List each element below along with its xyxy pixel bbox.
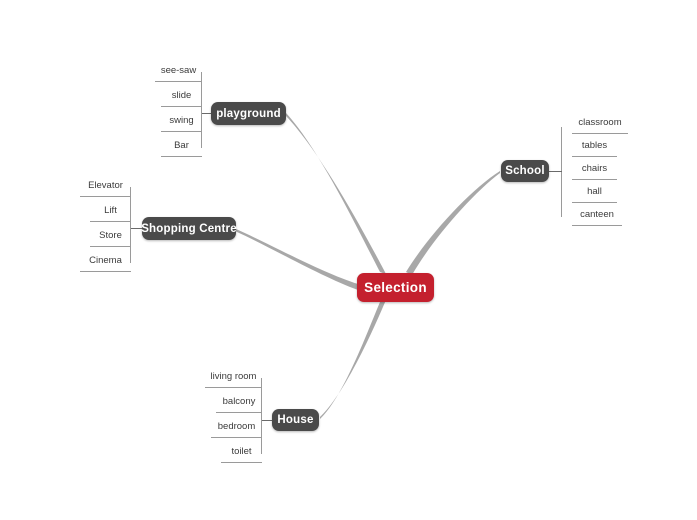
leaf-spine-playground [201,72,202,148]
root-node-label: Selection [364,280,427,295]
leaf-stub-playground [202,113,212,114]
leaf-label: classroom [578,117,622,128]
leaf-item[interactable]: bedroom [211,416,262,438]
root-node-selection[interactable]: Selection [357,273,434,302]
leaf-spine-shopping-centre [130,187,131,263]
branch-node-label-shopping-centre: Shopping Centre [141,222,237,235]
leaf-item[interactable]: Lift [90,200,131,222]
leaf-item[interactable]: toilet [221,441,262,463]
leaf-item[interactable]: classroom [572,112,628,134]
leafgroup-shopping-centre: Elevator Lift Store Cinema [80,180,131,272]
branch-node-label-school: School [505,165,545,177]
leaf-label: see-saw [160,65,197,76]
leaf-label: tables [581,140,608,151]
leaf-item[interactable]: living room [205,366,262,388]
leaf-item[interactable]: Cinema [80,250,131,272]
leaf-item[interactable]: see-saw [155,60,202,82]
branch-node-school[interactable]: School [501,160,549,182]
leaf-label: living room [210,371,257,382]
leaf-item[interactable]: balcony [216,391,262,413]
leaf-label: bedroom [217,421,256,432]
leaf-label: Store [99,230,122,241]
edge-root-shopping-centre [236,229,358,290]
leaf-label: chairs [581,163,608,174]
leafgroup-playground: see-saw slide swing Bar [155,65,202,157]
leaf-item[interactable]: Store [90,225,131,247]
leaf-label: canteen [580,209,614,220]
leaf-label: slide [171,90,192,101]
leaf-spine-school [561,127,562,217]
leaf-label: swing [169,115,194,126]
branch-node-house[interactable]: House [272,409,319,431]
leaf-item[interactable]: slide [161,85,202,107]
leaf-label: hall [587,186,602,197]
leaf-stub-shopping-centre [131,228,143,229]
leaf-item[interactable]: tables [572,135,617,157]
leaf-item[interactable]: chairs [572,158,617,180]
branch-node-shopping-centre[interactable]: Shopping Centre [141,217,237,240]
leaf-label: toilet [231,446,252,457]
leaf-spine-house [261,378,262,454]
edge-root-house [320,300,386,419]
branch-node-label-playground: playground [216,107,281,120]
edge-root-school [406,171,500,275]
edge-root-playground [286,113,386,274]
leaf-stub-school [549,171,562,172]
leaf-item[interactable]: canteen [572,204,622,226]
leaf-item[interactable]: hall [572,181,617,203]
leaf-item[interactable]: Elevator [80,175,131,197]
leafgroup-school: classroom tables chairs hall canteen [561,117,628,226]
leaf-item[interactable]: Bar [161,135,202,157]
leaf-label: Bar [174,140,189,151]
leaf-label: Cinema [89,255,122,266]
branch-node-label-house: House [277,414,314,426]
leaf-item[interactable]: swing [161,110,202,132]
branch-node-playground[interactable]: playground [211,102,286,125]
leaf-label: Elevator [88,180,123,191]
leaf-stub-house [262,420,273,421]
leafgroup-house: living room balcony bedroom toilet [205,371,262,463]
leaf-label: Lift [104,205,117,216]
leaf-label: balcony [222,396,256,407]
